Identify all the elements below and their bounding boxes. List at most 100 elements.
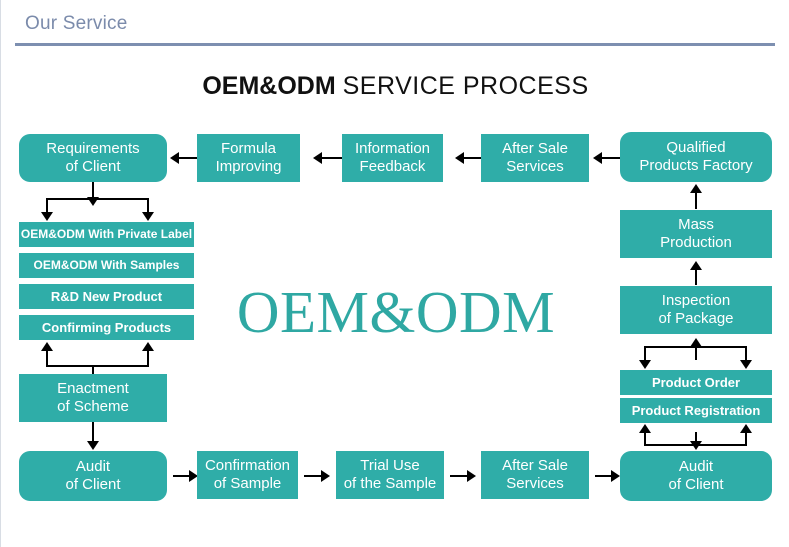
connector-line bbox=[745, 432, 747, 446]
arrow-down-icon bbox=[740, 360, 752, 369]
node-formula-improving[interactable]: Formula Improving bbox=[197, 134, 300, 182]
node-line-2: of Scheme bbox=[57, 398, 129, 415]
connector-line bbox=[304, 475, 324, 477]
node-line-1: After Sale bbox=[502, 456, 568, 474]
connector-line bbox=[92, 365, 94, 379]
connector-line bbox=[92, 182, 94, 199]
connector-line bbox=[322, 157, 342, 159]
connector-line bbox=[644, 432, 646, 446]
arrow-left-icon bbox=[313, 152, 322, 164]
node-after-sale-services-top[interactable]: After Sale Services bbox=[481, 134, 589, 182]
connector-line bbox=[147, 350, 149, 366]
arrow-down-icon bbox=[639, 360, 651, 369]
node-trial-use-of-the-sample[interactable]: Trial Use of the Sample bbox=[336, 451, 444, 499]
node-line-1: Mass bbox=[678, 215, 714, 233]
node-after-sale-services-bottom[interactable]: After Sale Services bbox=[481, 451, 589, 499]
node-information-feedback[interactable]: Information Feedback bbox=[342, 134, 443, 182]
node-label: Product Registration bbox=[631, 402, 761, 418]
connector-line bbox=[92, 422, 94, 443]
node-line-1: Information bbox=[354, 139, 431, 157]
node-requirements-of-client[interactable]: Requirements of Client bbox=[19, 134, 167, 182]
diagram-title-light: SERVICE PROCESS bbox=[342, 72, 589, 100]
node-audit-of-client-right[interactable]: Audit of Client bbox=[620, 451, 772, 501]
node-line-1: Formula bbox=[220, 139, 276, 157]
arrow-right-icon bbox=[467, 470, 476, 482]
arrow-left-icon bbox=[170, 152, 179, 164]
connector-line bbox=[173, 475, 192, 477]
node-line-2: Services bbox=[506, 475, 564, 492]
connector-line bbox=[464, 157, 481, 159]
node-product-order[interactable]: Product Order bbox=[620, 370, 772, 395]
diagram-title-bold: OEM&ODM bbox=[202, 72, 336, 100]
node-label: OEM&ODM With Samples bbox=[33, 258, 180, 273]
arrow-up-icon bbox=[690, 338, 702, 347]
node-confirming-products[interactable]: Confirming Products bbox=[19, 315, 194, 340]
node-oem-odm-private-label[interactable]: OEM&ODM With Private Label bbox=[19, 222, 194, 247]
connector-line bbox=[46, 198, 149, 200]
header-divider bbox=[15, 43, 775, 46]
node-line-1: Audit bbox=[75, 457, 111, 475]
connector-line bbox=[644, 346, 747, 348]
node-line-1: Confirmation bbox=[204, 456, 291, 474]
node-line-1: Qualified bbox=[666, 138, 726, 156]
arrow-up-icon bbox=[41, 342, 53, 351]
node-line-1: Audit bbox=[678, 457, 714, 475]
connector-line bbox=[46, 350, 48, 366]
node-line-1: After Sale bbox=[502, 139, 568, 157]
connector-line bbox=[695, 268, 697, 285]
connector-line bbox=[147, 198, 149, 214]
connector-line bbox=[595, 475, 614, 477]
node-enactment-of-scheme[interactable]: Enactment of Scheme bbox=[19, 374, 167, 422]
connector-line bbox=[745, 346, 747, 362]
arrow-up-icon bbox=[639, 424, 651, 433]
node-line-2: of Client bbox=[65, 158, 121, 175]
arrow-up-icon bbox=[690, 184, 702, 193]
node-line-2: Production bbox=[660, 234, 732, 251]
arrow-right-icon bbox=[611, 470, 620, 482]
arrow-up-icon bbox=[142, 342, 154, 351]
arrow-up-icon bbox=[690, 261, 702, 270]
node-mass-production[interactable]: Mass Production bbox=[620, 210, 772, 258]
node-line-2: of the Sample bbox=[343, 475, 437, 492]
node-line-2: of Client bbox=[668, 476, 724, 493]
node-label: Product Order bbox=[651, 374, 741, 390]
arrow-down-icon bbox=[690, 441, 702, 450]
node-oem-odm-with-samples[interactable]: OEM&ODM With Samples bbox=[19, 253, 194, 278]
node-rd-new-product[interactable]: R&D New Product bbox=[19, 284, 194, 309]
node-product-registration[interactable]: Product Registration bbox=[620, 398, 772, 423]
node-audit-of-client-left[interactable]: Audit of Client bbox=[19, 451, 167, 501]
node-inspection-of-package[interactable]: Inspection of Package bbox=[620, 286, 772, 334]
connector-line bbox=[695, 346, 697, 360]
connector-line bbox=[602, 157, 620, 159]
node-line-2: of Sample bbox=[213, 475, 282, 492]
connector-line bbox=[644, 346, 646, 362]
node-label: R&D New Product bbox=[50, 288, 163, 304]
watermark-text: OEM&ODM bbox=[236, 279, 556, 345]
connector-line bbox=[179, 157, 197, 159]
connector-line bbox=[46, 365, 149, 367]
node-label: Confirming Products bbox=[41, 319, 172, 335]
connector-line bbox=[46, 198, 48, 214]
arrow-down-icon bbox=[87, 197, 99, 206]
arrow-down-icon bbox=[87, 441, 99, 450]
node-label: OEM&ODM With Private Label bbox=[20, 227, 193, 242]
connector-line bbox=[695, 432, 697, 444]
page-header: Our Service bbox=[1, 0, 789, 50]
arrow-right-icon bbox=[189, 470, 198, 482]
arrow-right-icon bbox=[321, 470, 330, 482]
node-line-1: Inspection bbox=[661, 291, 731, 309]
connector-line bbox=[450, 475, 470, 477]
arrow-left-icon bbox=[455, 152, 464, 164]
arrow-left-icon bbox=[593, 152, 602, 164]
node-line-2: Services bbox=[506, 158, 564, 175]
node-line-2: of Package bbox=[658, 310, 734, 327]
node-line-2: Improving bbox=[215, 158, 282, 175]
node-confirmation-of-sample[interactable]: Confirmation of Sample bbox=[197, 451, 298, 499]
diagram-title: OEM&ODM SERVICE PROCESS bbox=[1, 72, 789, 101]
node-line-2: of Client bbox=[65, 476, 121, 493]
node-line-1: Trial Use bbox=[360, 456, 420, 474]
arrow-down-icon bbox=[41, 212, 53, 221]
node-qualified-products-factory[interactable]: Qualified Products Factory bbox=[620, 132, 772, 182]
page-title: Our Service bbox=[25, 13, 128, 34]
